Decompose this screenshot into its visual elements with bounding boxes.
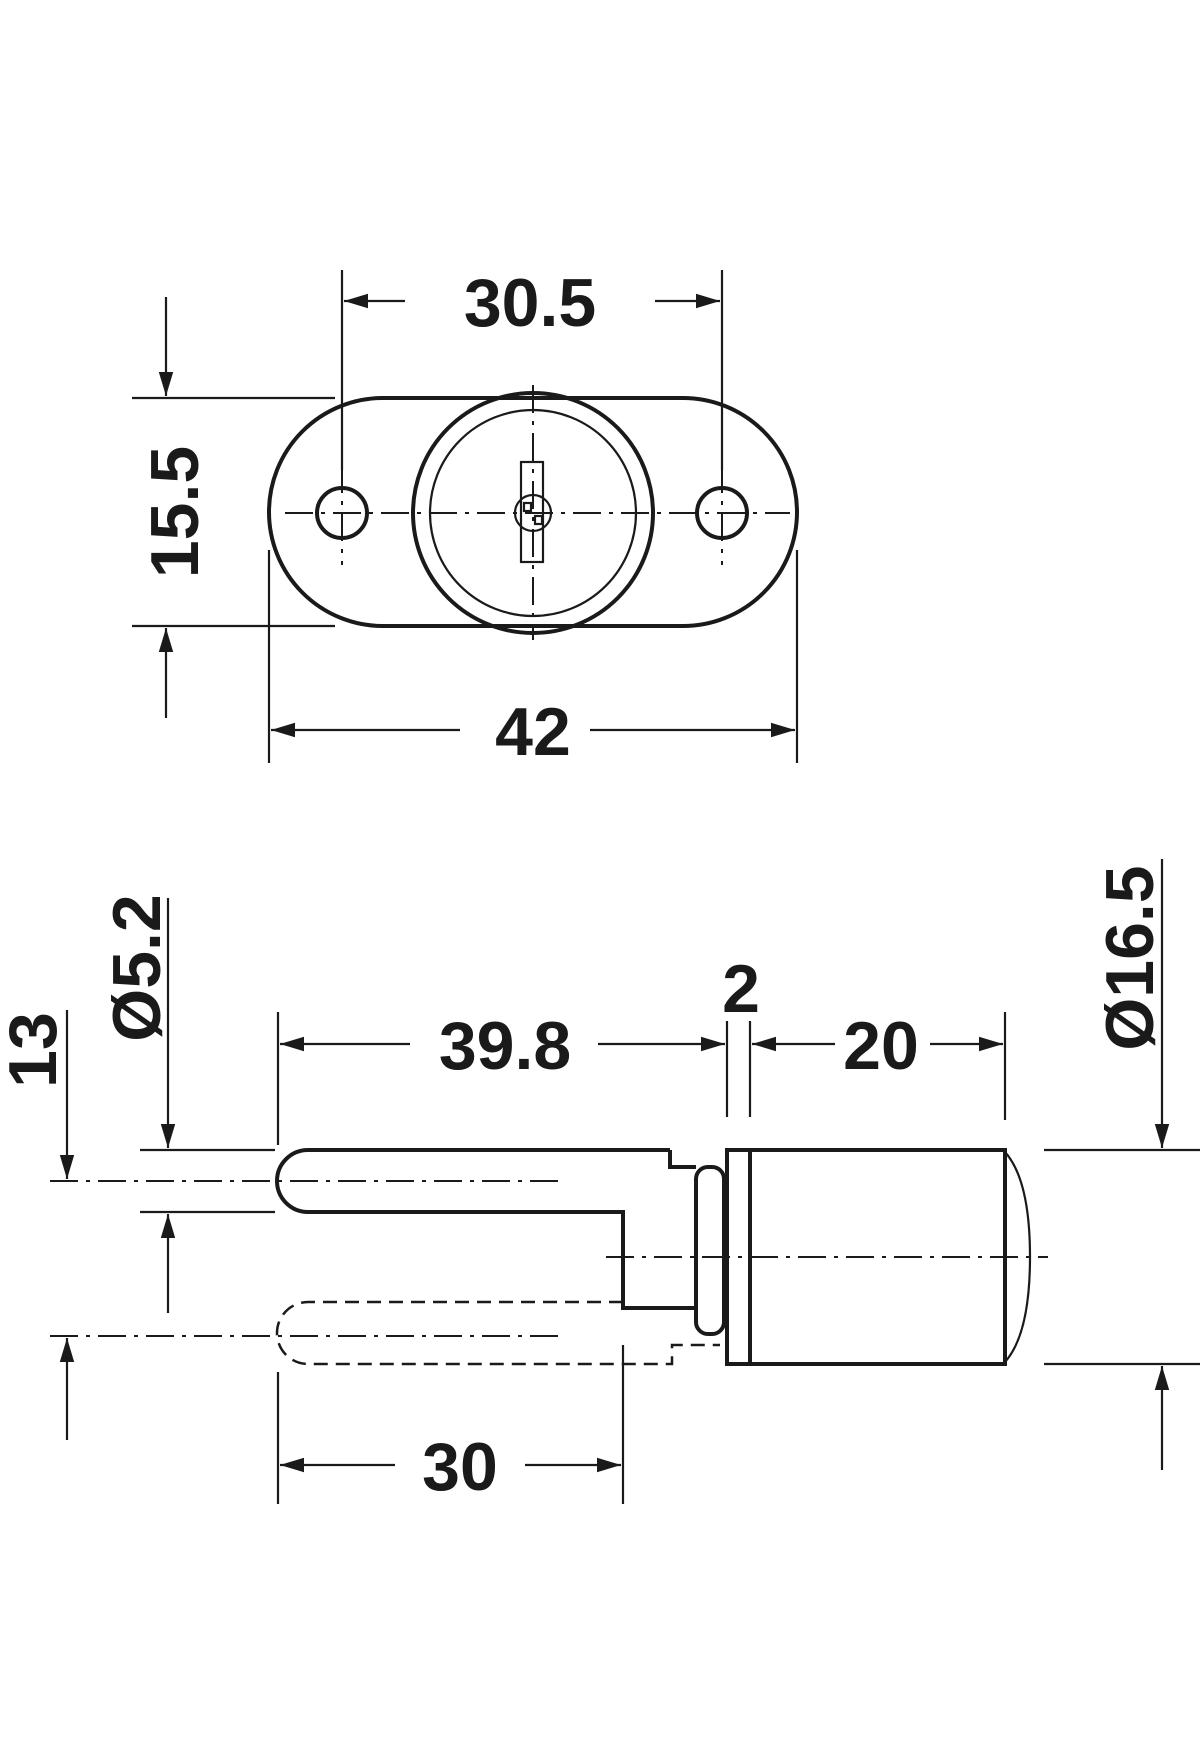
dimension-label-42: 42 — [495, 694, 571, 770]
keyway-notch — [522, 501, 533, 513]
dimension-label-2: 2 — [722, 951, 760, 1027]
dimension-label-39-8: 39.8 — [439, 1008, 571, 1084]
dimension-label-30-5: 30.5 — [464, 265, 596, 341]
dimension-label-20: 20 — [843, 1008, 919, 1084]
dimension-label-13: 13 — [0, 1012, 71, 1088]
collar — [694, 1165, 726, 1336]
dimension-label-diameter-16-5: Ø16.5 — [1092, 865, 1168, 1050]
bolt — [275, 1148, 696, 1310]
dimension-label-diameter-5-2: Ø5.2 — [99, 894, 175, 1041]
retracted-bolt-outline — [275, 1300, 720, 1366]
dimension-label-15-5: 15.5 — [137, 446, 213, 578]
keyway-notch — [533, 514, 544, 526]
escutcheon-plate — [267, 396, 799, 628]
dimension-label-30: 30 — [422, 1429, 498, 1505]
side-view: 13 Ø5.2 39.8 2 20 Ø16.5 30 — [0, 859, 1200, 1505]
top-view: 30.5 15.5 42 — [132, 265, 799, 770]
